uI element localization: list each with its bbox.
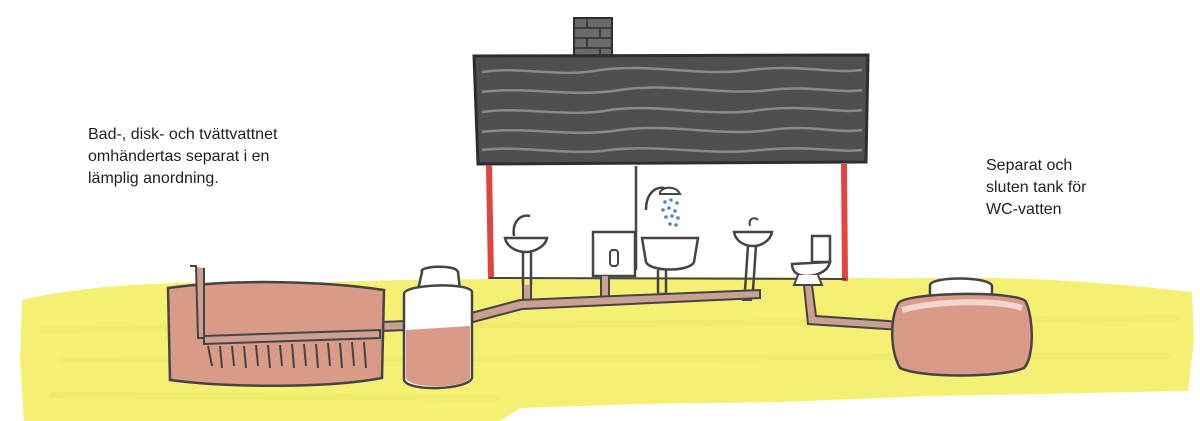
right-wall [844, 164, 845, 281]
water-drops [661, 198, 680, 227]
washing-machine-icon [593, 232, 635, 276]
wc-tank-caption: Separat och sluten tank för WC-vatten [986, 155, 1166, 221]
greywater-caption: Bad-, disk- och tvättvattnet omhändertas… [88, 124, 368, 190]
chimney-icon [574, 18, 612, 58]
left-wall [489, 165, 491, 279]
toilet-icon [792, 236, 830, 285]
sink-icon [505, 216, 547, 285]
floor-line [489, 278, 846, 279]
shower-icon [636, 166, 698, 293]
